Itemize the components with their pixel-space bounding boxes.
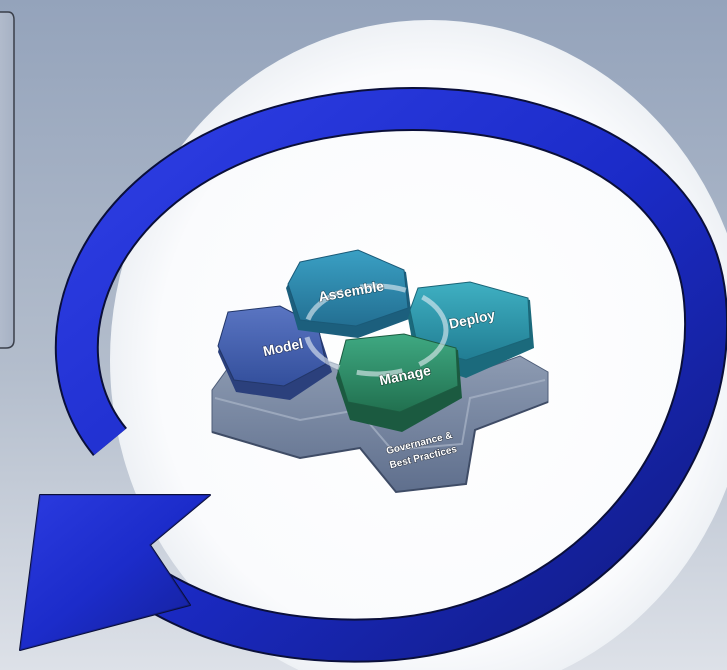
flow-ring — [303, 283, 449, 377]
cycle-arrow — [19, 87, 727, 663]
side-panel — [0, 11, 15, 349]
